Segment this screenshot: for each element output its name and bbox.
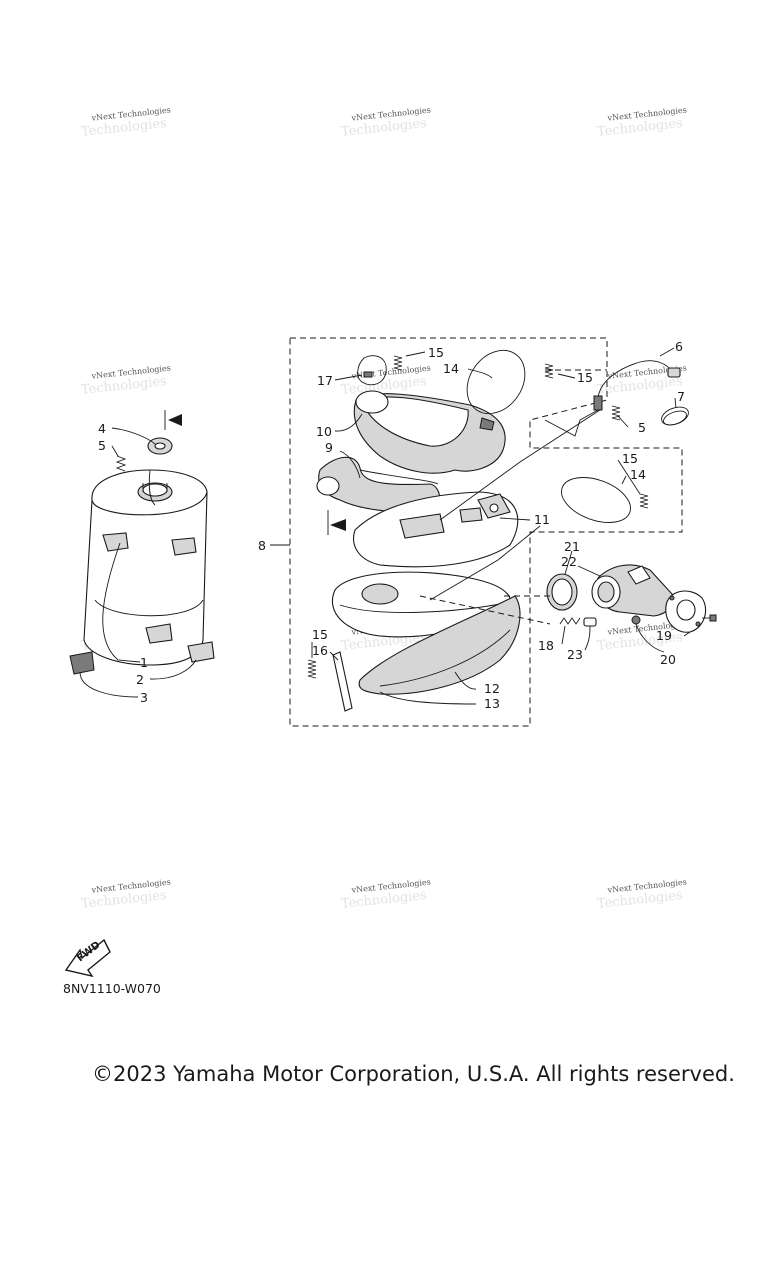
exhaust-chamber xyxy=(353,390,506,474)
callout-15: 15 xyxy=(577,370,593,385)
callout-labels: 1 2 3 4 5 5 6 7 8 9 10 11 12 13 14 14 15… xyxy=(98,339,685,711)
nut xyxy=(631,615,641,625)
watermark: Technologies vNext Technologies xyxy=(340,105,431,139)
callout-10: 10 xyxy=(316,424,332,439)
callout-15: 15 xyxy=(428,345,444,360)
bolt xyxy=(702,614,717,622)
bracket xyxy=(477,493,511,519)
band-clamp-large-2 xyxy=(561,477,631,523)
arrow-marker xyxy=(327,510,346,535)
band-clamp xyxy=(357,355,387,386)
clip-ring xyxy=(661,406,689,426)
gasket-strip xyxy=(332,651,353,712)
outlet-pipe xyxy=(591,564,674,617)
callout-15: 15 xyxy=(312,627,328,642)
callout-5: 5 xyxy=(98,438,106,453)
temperature-sensor xyxy=(544,360,681,437)
fwd-arrow-icon: FWD xyxy=(64,938,111,978)
watermark: Technologies vNext Technologies xyxy=(80,363,171,397)
callout-13: 13 xyxy=(484,696,500,711)
watermark: Technologies vNext Technologies xyxy=(596,877,687,911)
callout-2: 2 xyxy=(136,672,144,687)
heat-shield-lower xyxy=(358,595,521,695)
hidden-line xyxy=(419,595,552,625)
spring xyxy=(544,363,554,379)
gasket-ring xyxy=(546,573,578,611)
watermark: Technologies vNext Technologies xyxy=(340,877,431,911)
callout-20: 20 xyxy=(660,652,676,667)
hose-clamp-spring xyxy=(115,455,127,472)
callout-11: 11 xyxy=(534,512,550,527)
callout-8: 8 xyxy=(258,538,266,553)
band-clamp-large xyxy=(466,349,526,415)
copyright-notice: ©2023 Yamaha Motor Corporation, U.S.A. A… xyxy=(92,1062,735,1086)
grommet xyxy=(147,437,173,455)
callout-12: 12 xyxy=(484,681,500,696)
callout-6: 6 xyxy=(675,339,683,354)
plug xyxy=(583,617,597,627)
callout-22: 22 xyxy=(561,554,577,569)
callout-17: 17 xyxy=(317,373,333,388)
spring xyxy=(307,659,317,679)
rubber-mount xyxy=(69,641,215,675)
callout-18: 18 xyxy=(538,638,554,653)
arrow-marker xyxy=(164,410,182,430)
callout-3: 3 xyxy=(140,690,148,705)
muffler-body xyxy=(83,469,208,666)
callout-14: 14 xyxy=(630,467,646,482)
spring xyxy=(559,617,581,625)
spring xyxy=(611,405,621,421)
watermark: Technologies vNext Technologies xyxy=(80,105,171,139)
callout-19: 19 xyxy=(656,628,672,643)
watermark: Technologies vNext Technologies xyxy=(596,105,687,139)
exhaust-pipe xyxy=(316,456,441,515)
heat-shield-upper xyxy=(353,491,519,568)
callout-14: 14 xyxy=(443,361,459,376)
diagram-code: 8NV1110-W070 xyxy=(63,981,161,996)
leader-lines xyxy=(79,347,691,705)
callout-15: 15 xyxy=(622,451,638,466)
spring xyxy=(393,355,403,371)
watermark: Technologies vNext Technologies xyxy=(80,877,171,911)
callout-7: 7 xyxy=(677,389,685,404)
flange-plate xyxy=(665,590,707,633)
callout-4: 4 xyxy=(98,421,106,436)
callout-16: 16 xyxy=(312,643,328,658)
callout-5: 5 xyxy=(638,420,646,435)
callout-9: 9 xyxy=(325,440,333,455)
callout-21: 21 xyxy=(564,539,580,554)
callout-23: 23 xyxy=(567,647,583,662)
spring xyxy=(639,493,649,509)
callout-1: 1 xyxy=(140,655,148,670)
assembly-boxes xyxy=(289,337,683,727)
